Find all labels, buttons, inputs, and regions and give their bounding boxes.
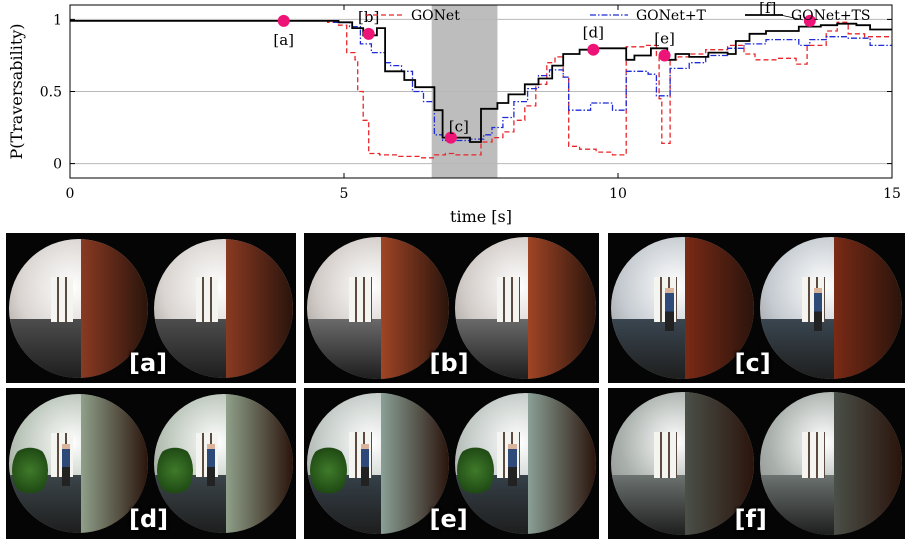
window — [349, 276, 373, 323]
legend-label-2: GONet+TS — [791, 8, 870, 24]
legend-label-1: GONet+T — [636, 8, 707, 24]
wall — [685, 392, 754, 535]
panel-label: [e] — [429, 505, 468, 533]
wall — [833, 236, 902, 380]
marker-label-d: [d] — [583, 24, 604, 42]
wall — [81, 238, 148, 378]
fisheye-image — [759, 392, 902, 535]
fisheye-image — [154, 394, 293, 533]
x-tick-label-3: 15 — [883, 186, 901, 202]
legend: GONet GONet+T GONet+TS — [365, 8, 870, 24]
marker-label-a: [a] — [273, 31, 294, 49]
person — [61, 444, 71, 486]
person — [508, 443, 517, 487]
panel-d: [d] — [6, 388, 296, 539]
fisheye-image — [307, 237, 449, 379]
marker-a — [277, 14, 290, 27]
grid-lines — [70, 18, 892, 165]
wall — [685, 236, 754, 380]
panel-label: [c] — [734, 349, 771, 377]
panel-b: [b] — [304, 233, 599, 383]
fisheye-image — [307, 392, 449, 535]
wall — [380, 237, 449, 379]
fisheye-image — [9, 238, 148, 378]
panel-label: [a] — [129, 349, 168, 377]
plant — [156, 444, 193, 497]
series-line-gonet — [70, 20, 892, 159]
marker-leader-f — [779, 14, 803, 21]
panel-label: [f] — [734, 505, 767, 533]
panel-c: [c] — [608, 233, 905, 383]
window — [195, 277, 218, 322]
fisheye-image — [611, 392, 754, 535]
marker-label-b: [b] — [358, 8, 379, 26]
marker-e — [658, 49, 671, 62]
window — [50, 277, 73, 322]
panel-f: [f] — [608, 388, 905, 539]
marker-layer: [a] [b] [c] [d] [e] [f] — [273, 0, 816, 144]
panel-e: [e] — [304, 388, 599, 539]
panel-label: [d] — [129, 505, 169, 533]
fisheye-image — [454, 237, 596, 379]
panel-a: [a] — [6, 233, 296, 383]
y-tick-label-2: 1 — [53, 12, 62, 28]
series-line-gonet-plus-ts — [70, 20, 892, 143]
y-axis-label: P(Traversability) — [7, 23, 26, 159]
plant — [309, 443, 347, 498]
marker-label-c: [c] — [449, 118, 469, 136]
legend-label-0: GONet — [411, 8, 460, 24]
marker-label-f: [f] — [759, 0, 776, 17]
x-axis-label: time [s] — [450, 207, 512, 226]
x-tick-label-2: 10 — [609, 186, 627, 202]
fisheye-image — [454, 392, 596, 535]
window — [653, 432, 677, 478]
image-panels: [a] [b] [c] [d] [e] [f] — [0, 231, 905, 539]
wall — [81, 394, 148, 533]
plant — [11, 444, 48, 497]
person — [206, 444, 216, 486]
wall — [226, 238, 293, 378]
panel-label: [b] — [429, 349, 469, 377]
marker-f — [803, 14, 816, 27]
window — [802, 432, 826, 478]
y-tick-label-0: 0 — [53, 157, 62, 173]
marker-label-e: [e] — [654, 29, 675, 47]
fisheye-image — [154, 238, 293, 378]
plant — [457, 443, 495, 498]
x-tick-label-0: 0 — [66, 186, 75, 202]
wall — [833, 392, 902, 535]
series-line-gonet-plus-t — [70, 20, 892, 142]
person — [813, 288, 823, 331]
series-layer — [70, 20, 892, 159]
wall — [528, 392, 596, 535]
x-tick-label-1: 5 — [340, 186, 349, 202]
fisheye-image — [611, 236, 754, 380]
wall — [380, 392, 449, 535]
marker-c — [444, 131, 457, 144]
y-tick-label-1: 0.5 — [40, 85, 62, 101]
person — [665, 288, 674, 331]
window — [496, 276, 520, 323]
person — [360, 443, 370, 487]
fisheye-image — [9, 394, 148, 533]
marker-b — [362, 27, 375, 40]
fisheye-image — [759, 236, 902, 380]
marker-d — [587, 43, 600, 56]
axes: 0 5 10 15 0 0.5 1 — [40, 4, 901, 202]
wall — [226, 394, 293, 533]
wall — [528, 237, 596, 379]
